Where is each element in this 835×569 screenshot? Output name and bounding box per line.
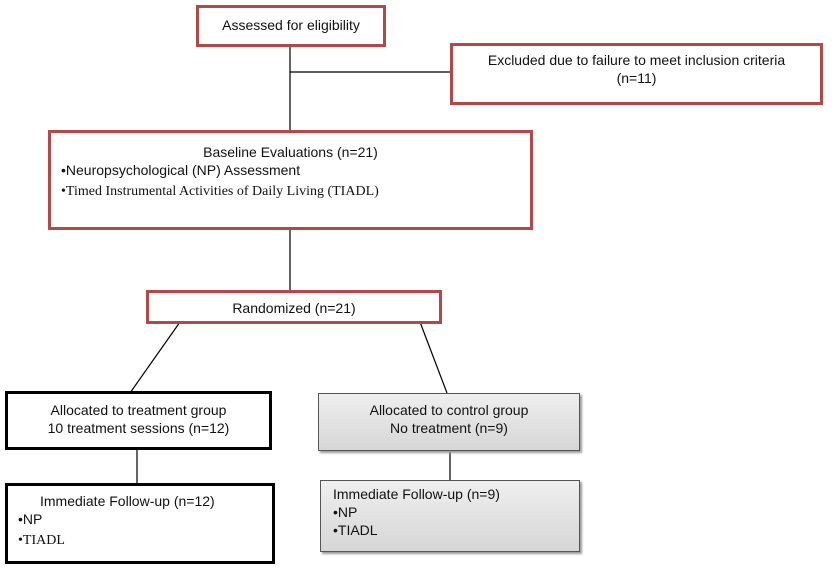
treatment-followup-item-tiadl: •TIADL <box>18 533 65 548</box>
randomized-box: Randomized (n=21) <box>146 290 442 324</box>
assessed-label: Assessed for eligibility <box>222 17 360 33</box>
treatment-line2: 10 treatment sessions (n=12) <box>47 420 230 436</box>
excluded-box: Excluded due to failure to meet inclusio… <box>450 43 823 105</box>
control-line2: No treatment (n=9) <box>390 420 508 436</box>
control-group-box: Allocated to control group No treatment … <box>318 393 580 451</box>
excluded-line2: (n=11) <box>616 70 657 86</box>
treatment-group-box: Allocated to treatment group 10 treatmen… <box>5 391 272 450</box>
control-followup-item-np: •NP <box>333 504 358 520</box>
control-followup-title: Immediate Follow-up (n=9) <box>333 486 500 502</box>
baseline-item-tiadl: •Timed Instrumental Activities of Daily … <box>61 184 379 199</box>
treatment-followup-title: Immediate Follow-up (n=12) <box>40 493 215 509</box>
connector-randomized-control <box>419 321 448 394</box>
treatment-line1: Allocated to treatment group <box>50 402 227 418</box>
treatment-followup-box: Immediate Follow-up (n=12) •NP •TIADL <box>5 483 275 564</box>
control-line1: Allocated to control group <box>369 402 529 418</box>
control-followup-box: Immediate Follow-up (n=9) •NP •TIADL <box>320 480 580 552</box>
baseline-item-np: •Neuropsychological (NP) Assessment <box>61 162 301 178</box>
treatment-followup-item-np: •NP <box>18 511 43 527</box>
randomized-label: Randomized (n=21) <box>232 300 356 316</box>
control-followup-item-tiadl: •TIADL <box>333 522 378 538</box>
excluded-line1: Excluded due to failure to meet inclusio… <box>487 52 786 68</box>
baseline-evaluations-box: Baseline Evaluations (n=21) •Neuropsycho… <box>48 130 533 230</box>
connector-randomized-treatment <box>129 321 181 394</box>
baseline-title: Baseline Evaluations (n=21) <box>203 144 378 160</box>
assessed-for-eligibility-box: Assessed for eligibility <box>196 5 386 47</box>
